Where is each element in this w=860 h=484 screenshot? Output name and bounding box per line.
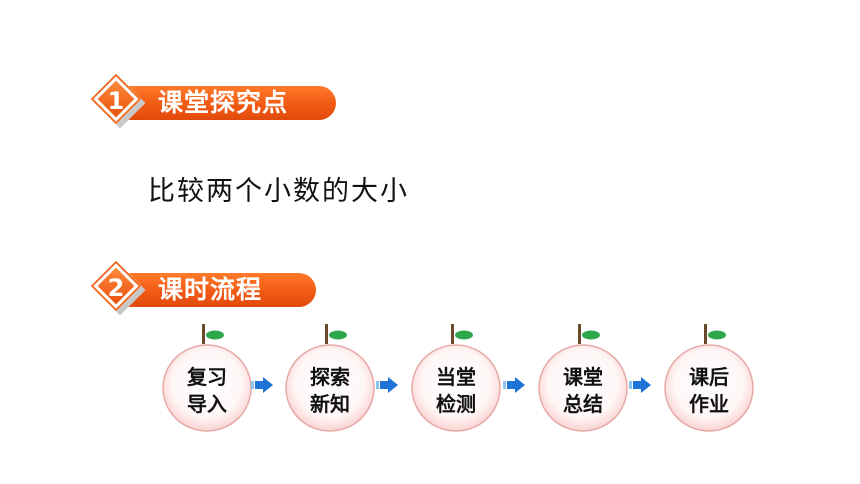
peach-icon <box>285 324 375 432</box>
flow-step-line2: 导入 <box>187 392 227 416</box>
flow-step: 探索 新知 <box>282 322 378 434</box>
flow-step: 复习 导入 <box>159 322 255 434</box>
flow-step-label: 课后 作业 <box>661 364 757 418</box>
header-bar <box>122 86 336 120</box>
flow-step-label: 探索 新知 <box>282 364 378 418</box>
arrow-right-icon <box>503 376 527 394</box>
flow-step-line1: 课堂 <box>563 365 603 389</box>
arrow-right-icon <box>251 376 275 394</box>
peach-icon <box>411 324 501 432</box>
header-bar <box>122 273 316 307</box>
flow-step-line1: 探索 <box>310 365 350 389</box>
flow-step-line1: 当堂 <box>436 365 476 389</box>
section-number: 1 <box>107 87 125 115</box>
flow-step: 课后 作业 <box>661 322 757 434</box>
flow-step-line2: 作业 <box>689 392 729 416</box>
section-header-1: 1 课堂探究点 <box>90 73 340 129</box>
flow-step-line1: 复习 <box>187 365 227 389</box>
peach-icon <box>664 324 754 432</box>
flow-step-line2: 总结 <box>563 392 603 416</box>
flow-step: 课堂 总结 <box>535 322 631 434</box>
section-header-2: 2 课时流程 <box>90 260 320 316</box>
lesson-topic: 比较两个小数的大小 <box>148 176 409 207</box>
flow-step-line2: 新知 <box>310 392 350 416</box>
section-title: 课堂探究点 <box>158 88 289 117</box>
arrow-right-icon <box>629 376 653 394</box>
flow-step: 当堂 检测 <box>408 322 504 434</box>
flow-step-line1: 课后 <box>689 365 729 389</box>
section-number: 2 <box>107 274 125 302</box>
flow-step-label: 课堂 总结 <box>535 364 631 418</box>
arrow-right-icon <box>376 376 400 394</box>
flow-step-line2: 检测 <box>436 392 476 416</box>
section-title: 课时流程 <box>158 275 263 304</box>
flow-step-label: 当堂 检测 <box>408 364 504 418</box>
peach-icon <box>538 324 628 432</box>
flow-step-label: 复习 导入 <box>159 364 255 418</box>
